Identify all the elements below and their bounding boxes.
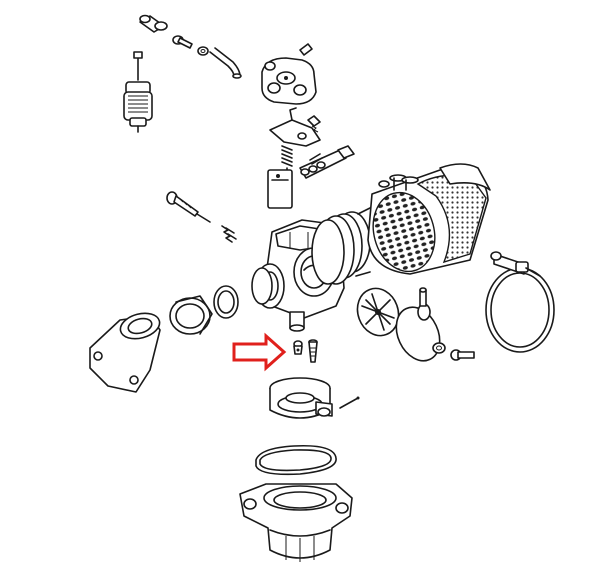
bent-tube (209, 47, 242, 79)
throttle-spring (267, 145, 293, 209)
intake-elbow (89, 312, 161, 393)
throttle-lever (269, 107, 321, 147)
idle-screw-assembly (299, 145, 355, 179)
hose-clamp (485, 251, 555, 353)
choke-lever (395, 287, 441, 362)
bowl-gasket (255, 444, 337, 476)
mixture-screw (166, 191, 211, 223)
adapter-gaskets (169, 285, 239, 335)
choke-screw (432, 342, 475, 361)
throttle-cover (261, 43, 317, 105)
main-jet (293, 340, 303, 355)
air-filter (367, 163, 491, 275)
float-bowl (239, 483, 353, 562)
small-spring (221, 225, 237, 243)
choke-disk (356, 287, 400, 337)
top-screw (172, 35, 209, 56)
float (269, 377, 333, 419)
intake-stack (311, 205, 375, 285)
inlet-fitting (139, 14, 168, 33)
fuel-filter (123, 51, 153, 133)
emulsion-tube (308, 339, 318, 363)
float-pin (339, 396, 360, 409)
highlight-arrow (232, 332, 287, 372)
